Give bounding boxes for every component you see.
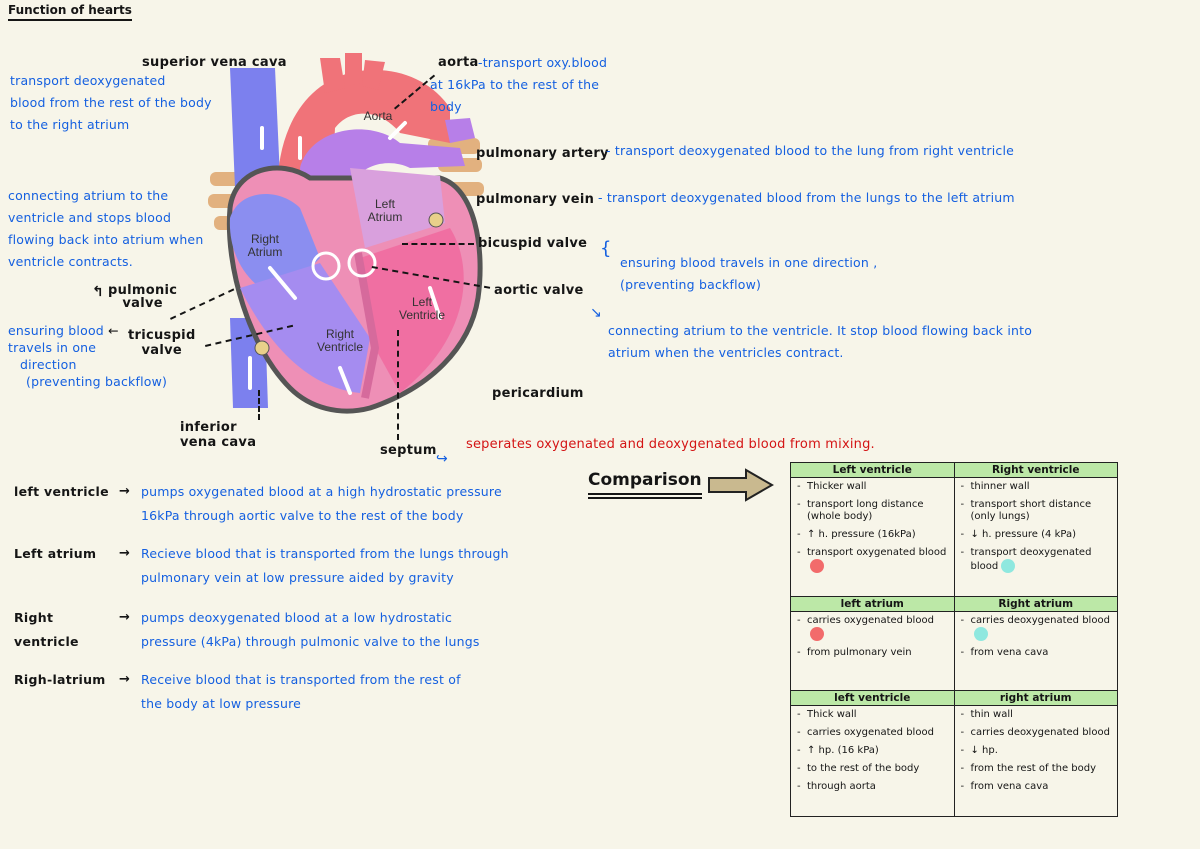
arrow-down-right-icon: ↘: [590, 305, 602, 321]
comparison-cell: Thicker wall transport long distance (who…: [790, 477, 955, 597]
note-tricuspid: ensuring blood ← travels in one directio…: [8, 323, 168, 389]
leader-bicuspid: [402, 243, 474, 245]
comparison-cell: thin wall carries deoxygenated blood ↓ hp.…: [953, 705, 1118, 817]
arrow-right-icon: →: [119, 610, 131, 625]
arrow-right-icon: →: [119, 546, 131, 561]
brace-icon: {: [600, 238, 612, 259]
label-septum: septum: [380, 443, 437, 458]
comparison-cell: carries deoxygenated blood from vena cava: [953, 611, 1118, 691]
function-row: Left atrium → Recieve blood that is transp…: [14, 542, 574, 590]
deoxygenated-dot-icon: [1001, 559, 1016, 573]
comparison-item: thin wall: [961, 709, 1112, 721]
function-description: pumps deoxygenated blood at a low hydros…: [141, 610, 480, 649]
note-septum: seperates oxygenated and deoxygenated bl…: [466, 437, 875, 452]
comparison-item: to the rest of the body: [797, 763, 948, 775]
comparison-item: ↑ h. pressure (16kPa): [797, 529, 948, 541]
comparison-item: from vena cava: [961, 647, 1112, 659]
comparison-item: Thicker wall: [797, 481, 948, 493]
function-label: Right ventricle: [14, 610, 79, 649]
leader-ivc: [258, 390, 260, 420]
function-row: left ventricle → pumps oxygenated blood at…: [14, 480, 574, 528]
comparison-cell: carries oxygenated blood from pulmonary v…: [790, 611, 955, 691]
comparison-item: from pulmonary vein: [797, 647, 948, 659]
comparison-item: Thick wall: [797, 709, 948, 721]
diagram-label-aorta: Aorta: [364, 109, 393, 123]
comparison-item: from vena cava: [961, 781, 1112, 793]
deoxygenated-dot-icon: [973, 627, 988, 641]
comparison-item: transport deoxygenated blood: [961, 547, 1112, 573]
curved-arrow-icon: ↰: [92, 284, 105, 300]
comparison-header: Left ventricle: [790, 462, 955, 478]
arrow-up-right-icon: ↪: [436, 451, 448, 467]
arrow-right-icon: →: [119, 672, 131, 687]
comparison-item: thinner wall: [961, 481, 1112, 493]
leader-septum: [397, 330, 399, 440]
comparison-cell: Thick wall carries oxygenated blood ↑ hp. …: [790, 705, 955, 817]
note-pulmonary-artery: - transport deoxygenated blood to the lu…: [606, 143, 1015, 158]
label-tricuspid-valve: tricuspid valve: [128, 328, 196, 358]
comparison-item: from the rest of the body: [961, 763, 1112, 775]
label-inferior-vena-cava: inferior vena cava: [180, 420, 257, 450]
note-bicuspid: connecting atrium to the ventricle. It s…: [608, 323, 1033, 360]
note-pulmonary-vein: - transport deoxygenated blood from the …: [598, 190, 1015, 205]
oxygenated-dot-icon: [810, 559, 824, 573]
comparison-header: right atrium: [953, 690, 1118, 706]
comparison-item: ↑ hp. (16 kPa): [797, 745, 948, 757]
function-list: left ventricle → pumps oxygenated blood at…: [14, 480, 574, 730]
comparison-item: carries oxygenated blood: [797, 727, 948, 739]
comparison-item: through aorta: [797, 781, 948, 793]
label-pulmonary-artery: pulmonary artery: [476, 146, 609, 161]
function-row: Right ventricle → pumps deoxygenated blood…: [14, 606, 574, 654]
label-pulmonary-vein: pulmonary vein: [476, 192, 595, 207]
oxygenated-dot-icon: [810, 627, 824, 641]
comparison-item: ↓ hp.: [961, 745, 1112, 757]
function-description: pumps oxygenated blood at a high hydrost…: [141, 484, 502, 523]
big-arrow-icon: [708, 468, 775, 502]
note-atrioventricular: connecting atrium to the ventricle and s…: [8, 188, 204, 269]
label-pulmonic-valve: pulmonic valve: [108, 283, 178, 311]
comparison-header: Right atrium: [953, 596, 1118, 612]
note-valves: ensuring blood travels in one direction …: [620, 255, 878, 292]
label-bicuspid-valve: bicuspid valve: [478, 236, 588, 251]
function-description: Receive blood that is transported from t…: [141, 672, 461, 711]
comparison-header: left ventricle: [790, 690, 955, 706]
function-row: Righ-latrium → Receive blood that is trans…: [14, 668, 574, 716]
page-title: Function of hearts: [8, 3, 132, 21]
comparison-item: ↓ h. pressure (4 kPa): [961, 529, 1112, 541]
note-superior-vena-cava: transport deoxygenated blood from the re…: [10, 73, 212, 132]
comparison-header: Right ventricle: [953, 462, 1118, 478]
label-aortic-valve: aortic valve: [494, 283, 584, 298]
comparison-header: left atrium: [790, 596, 955, 612]
arrow-right-icon: →: [119, 484, 131, 499]
comparison-item: transport oxygenated blood: [797, 547, 948, 573]
function-label: Righ-latrium: [14, 672, 106, 687]
comparison-item: transport long distance (whole body): [797, 499, 948, 523]
label-aorta: aorta: [438, 55, 479, 70]
comparison-item: transport short distance (only lungs): [961, 499, 1112, 523]
comparison-item: carries deoxygenated blood: [961, 615, 1112, 641]
function-description: Recieve blood that is transported from t…: [141, 546, 509, 585]
label-pericardium: pericardium: [492, 386, 584, 401]
comparison-cell: thinner wall transport short distance (on…: [953, 477, 1118, 597]
comparison-item: carries oxygenated blood: [797, 615, 948, 641]
function-label: Left atrium: [14, 546, 97, 561]
function-label: left ventricle: [14, 484, 109, 499]
comparison-item: carries deoxygenated blood: [961, 727, 1112, 739]
label-superior-vena-cava: superior vena cava: [142, 55, 287, 70]
note-aorta: -transport oxy.blood at 16kPa to the res…: [430, 55, 608, 114]
comparison-title: Comparison: [588, 470, 702, 499]
